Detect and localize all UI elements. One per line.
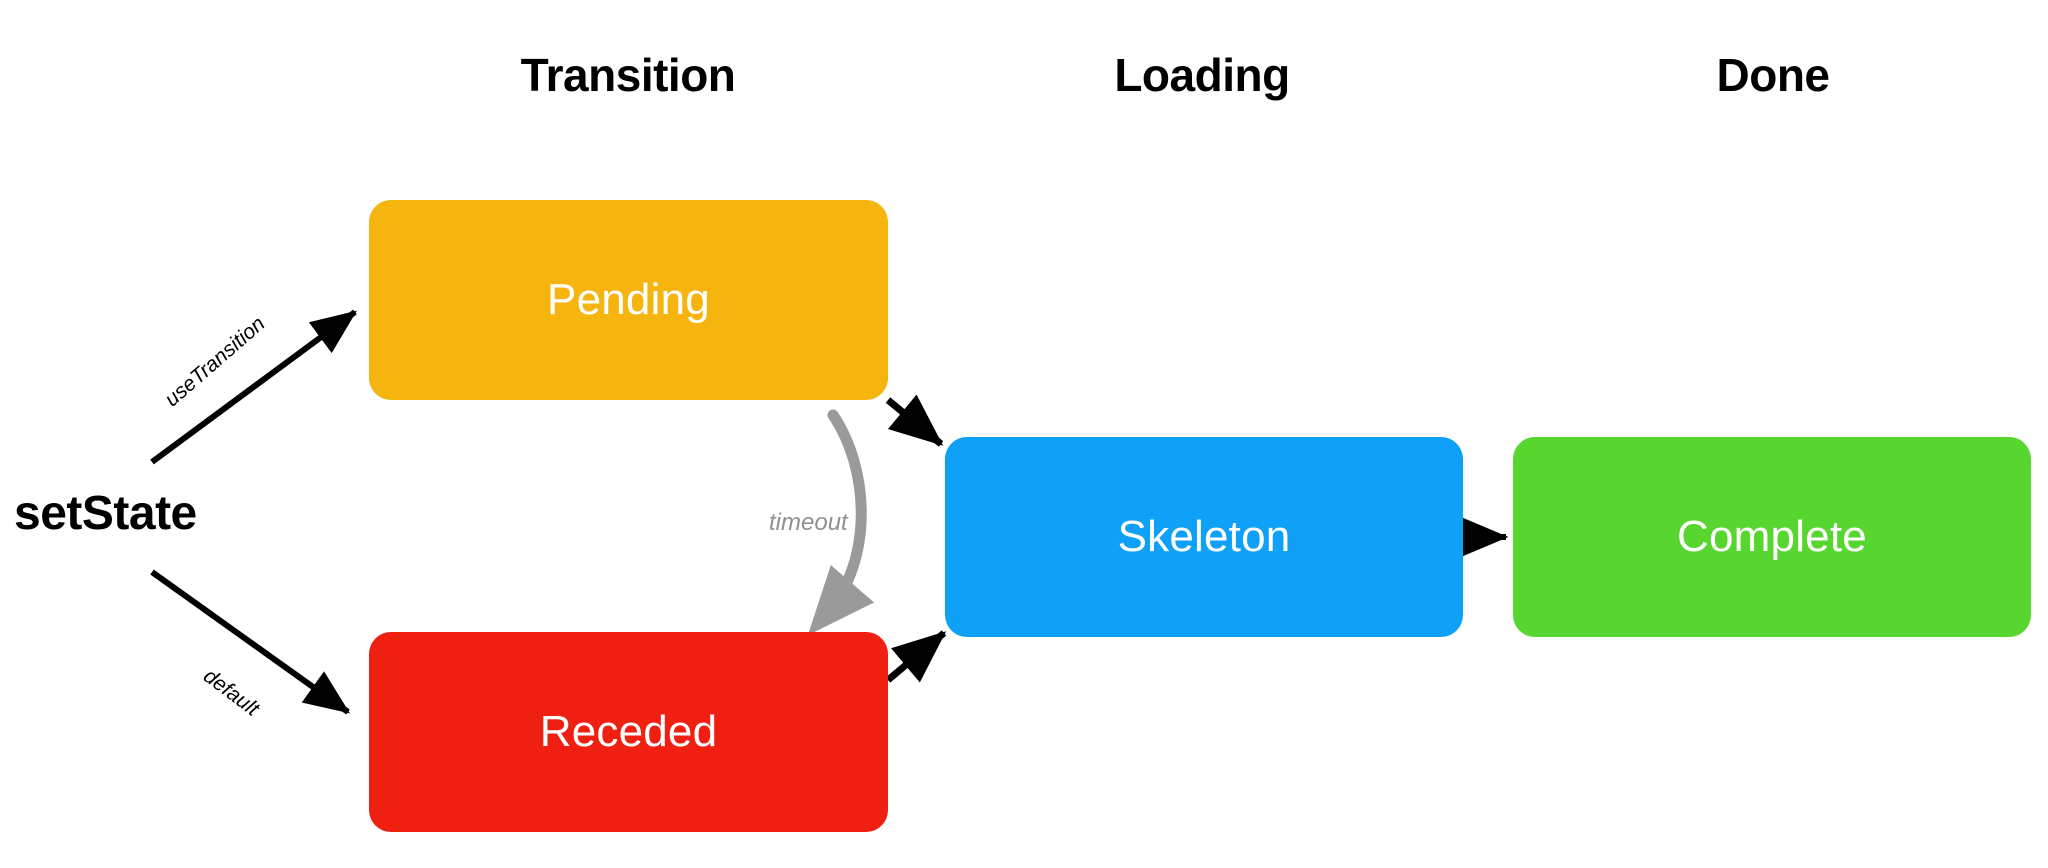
edge-label-usetransition: useTransition bbox=[160, 312, 270, 412]
state-node-complete-label: Complete bbox=[1677, 512, 1867, 561]
column-header-transition: Transition bbox=[520, 49, 736, 101]
edge-label-timeout: timeout bbox=[769, 509, 848, 536]
state-node-skeleton[interactable]: Skeleton bbox=[945, 437, 1463, 637]
state-node-skeleton-label: Skeleton bbox=[1117, 512, 1291, 561]
state-node-receded[interactable]: Receded bbox=[369, 632, 888, 832]
state-node-receded-label: Receded bbox=[539, 707, 718, 756]
source-label-setstate: setState bbox=[14, 487, 197, 540]
state-node-pending[interactable]: Pending bbox=[369, 200, 888, 400]
state-node-pending-label: Pending bbox=[547, 275, 710, 324]
edge-label-default: default bbox=[199, 664, 264, 721]
edge-pending-to-skeleton bbox=[885, 394, 944, 447]
edge-setstate-to-receded bbox=[150, 569, 350, 715]
state-node-complete[interactable]: Complete bbox=[1513, 437, 2031, 637]
edge-receded-to-skeleton bbox=[885, 630, 947, 683]
column-header-done: Done bbox=[1716, 49, 1831, 101]
column-header-loading: Loading bbox=[1114, 49, 1290, 101]
